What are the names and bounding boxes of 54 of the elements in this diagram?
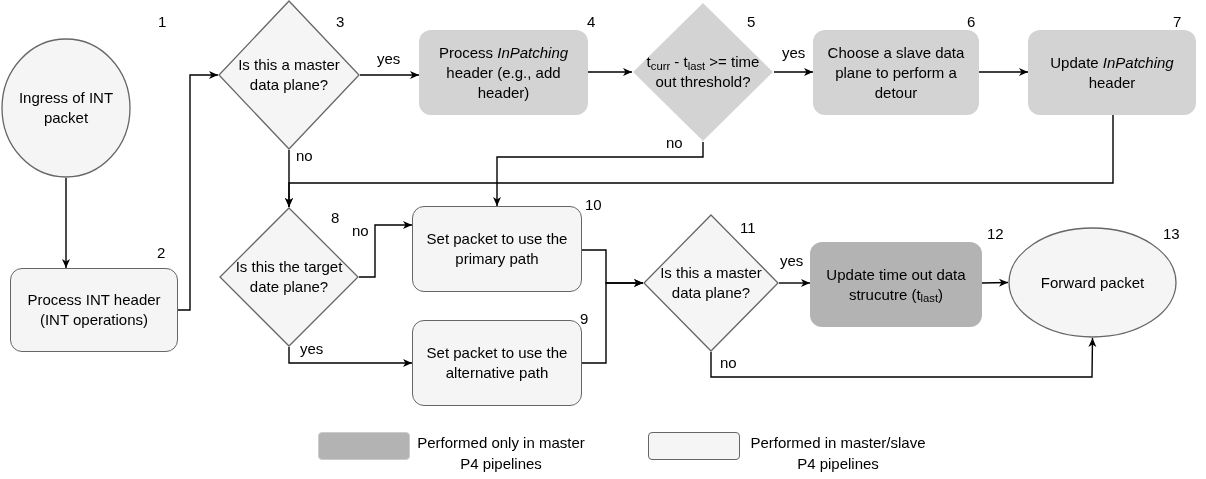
terminal-ellipse	[1008, 227, 1177, 338]
process-box	[419, 30, 588, 115]
process-box	[1028, 30, 1196, 115]
step-number: 12	[987, 224, 1004, 244]
arrow	[710, 337, 1097, 378]
decision-diamond	[632, 2, 774, 142]
arrow	[587, 68, 633, 76]
arrow	[288, 346, 413, 367]
terminal-ellipse	[1, 38, 131, 178]
node-text: Is this a master data plane?	[237, 55, 341, 95]
step-number: 7	[1173, 12, 1182, 32]
step-number: 13	[1163, 224, 1180, 244]
node-text: Is this a master data plane?	[659, 263, 763, 303]
arrow	[177, 71, 219, 311]
legend-text: Performed only in master P4 pipelines	[416, 433, 586, 474]
arrow	[978, 68, 1029, 76]
step-number: 8	[331, 208, 340, 228]
node-text: Set packet to use the alternative path	[425, 343, 569, 383]
process-box	[810, 242, 982, 327]
decision-diamond	[643, 214, 779, 352]
node-text: Ingress of INT packet	[17, 88, 115, 128]
node-text: Update time out data strucutre (t$_{last}$)	[825, 264, 967, 305]
node-text: Process INT header (INT operations)	[26, 290, 162, 330]
step-number: 2	[157, 243, 166, 263]
arrow	[493, 141, 704, 207]
node-text: Process InPatching header (e.g., add header)	[437, 42, 570, 103]
step-number: 6	[967, 12, 976, 32]
node-text: Forward packet	[1039, 272, 1146, 293]
arrow	[359, 71, 420, 79]
node-text: t$_{curr}$ - t$_{last}$ >= time out threshold?	[645, 52, 761, 92]
step-number: 10	[585, 195, 602, 215]
node-text: Update InPatching header	[1049, 52, 1175, 93]
arrow	[981, 278, 1009, 287]
step-number: 4	[587, 12, 596, 32]
process-box	[813, 30, 979, 115]
step-number: 9	[580, 309, 589, 329]
step-number: 1	[158, 12, 167, 32]
arrow	[62, 177, 70, 269]
arrow	[285, 114, 1114, 208]
arrow	[778, 279, 811, 287]
process-box	[412, 320, 582, 406]
node-text: Set packet to use the primary path	[425, 229, 569, 269]
node-text: Choose a slave data plane to perform a detour	[826, 42, 966, 103]
arrow	[773, 68, 814, 76]
process-box	[10, 268, 178, 352]
decision-diamond	[218, 0, 360, 150]
step-number: 5	[747, 12, 756, 32]
legend-text: Performed in master/slave P4 pipelines	[749, 433, 927, 474]
arrow	[358, 221, 413, 278]
node-text: Is this the target date plane?	[234, 257, 344, 297]
arrow	[581, 279, 644, 364]
process-box	[412, 206, 582, 292]
step-number: 3	[336, 12, 345, 32]
step-number: 11	[740, 218, 756, 238]
